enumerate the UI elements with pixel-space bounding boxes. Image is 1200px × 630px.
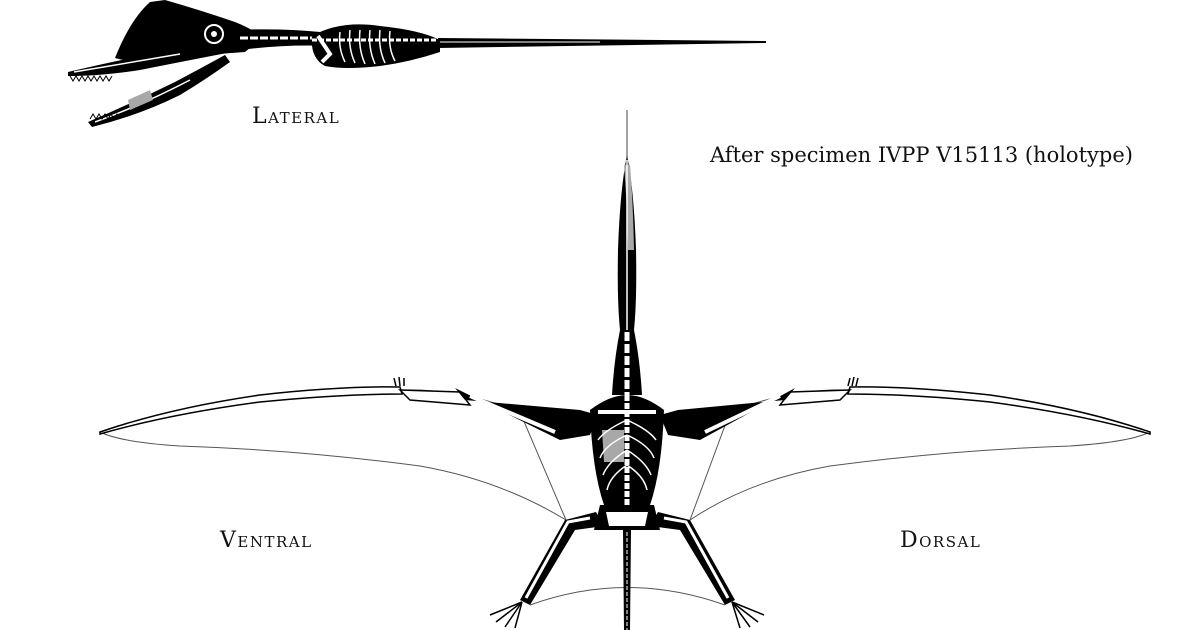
- lateral-lower-jaw: [88, 55, 230, 127]
- right-wing-membrane: [688, 389, 1152, 522]
- lateral-neck: [235, 29, 330, 50]
- ventral-ribs: [597, 419, 657, 491]
- lateral-upper-jaw: [68, 40, 232, 76]
- ventral-view-label: Ventral: [220, 528, 313, 553]
- lateral-upper-teeth: [69, 75, 113, 82]
- ventral-missing-bone: [602, 430, 624, 462]
- lateral-view-label: Lateral: [252, 104, 341, 129]
- right-foot: [731, 601, 765, 629]
- right-leg: [650, 512, 735, 605]
- left-wing-finger: [99, 386, 403, 435]
- right-wing-finger: [847, 386, 1151, 435]
- left-arm: [455, 388, 598, 440]
- lateral-view-skeleton: [68, 0, 766, 127]
- left-foot: [489, 601, 523, 629]
- left-forearm: [398, 389, 472, 406]
- left-wing-membrane: [98, 389, 568, 522]
- lateral-limb: [316, 34, 333, 64]
- specimen-caption: After specimen IVPP V15113 (holotype): [710, 143, 1133, 167]
- ventral-dorsal-view-skeleton: [98, 110, 1152, 630]
- left-leg: [520, 512, 604, 605]
- dorsal-view-label: Dorsal: [900, 528, 982, 553]
- lateral-tail: [438, 38, 766, 48]
- left-hand-claws: [393, 376, 405, 387]
- right-arm: [660, 388, 795, 440]
- lateral-missing-jaw-section: [128, 90, 153, 110]
- right-hand-claws: [847, 376, 859, 387]
- lateral-orbit: [204, 24, 224, 44]
- lateral-lower-teeth: [89, 113, 121, 120]
- lateral-torso: [311, 24, 440, 68]
- right-forearm: [778, 389, 852, 406]
